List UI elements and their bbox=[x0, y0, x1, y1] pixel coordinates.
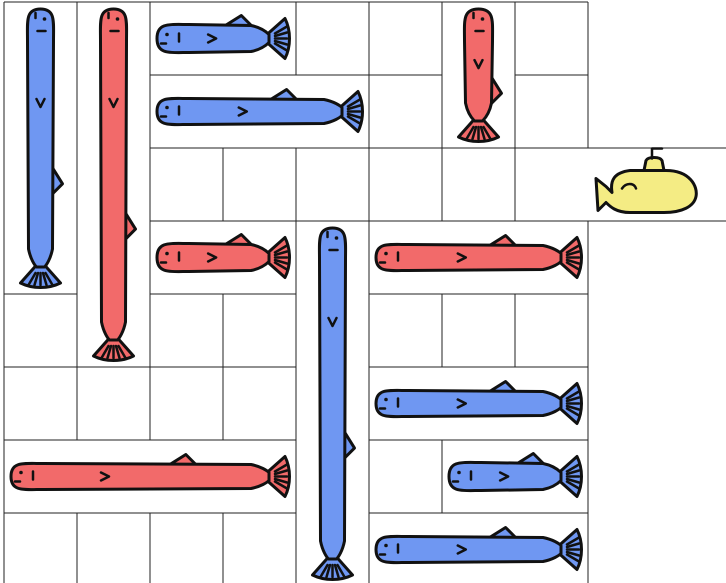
submarine-hull bbox=[596, 171, 696, 213]
red-fish-3[interactable] bbox=[157, 235, 290, 278]
fish-eye bbox=[481, 17, 485, 21]
fish-eye bbox=[165, 106, 169, 110]
blue-fish-4[interactable] bbox=[313, 228, 355, 580]
blue-fish-6[interactable] bbox=[449, 454, 582, 497]
fish-eye bbox=[384, 398, 388, 402]
fish-body bbox=[11, 463, 269, 489]
fish-eye bbox=[384, 252, 388, 256]
fish-eye bbox=[335, 236, 339, 240]
fish-eye bbox=[19, 471, 23, 475]
fish-body bbox=[376, 390, 561, 416]
red-fish-4[interactable] bbox=[376, 236, 582, 278]
blue-fish-5[interactable] bbox=[376, 382, 582, 424]
fish-body bbox=[449, 462, 561, 490]
red-fish-1[interactable] bbox=[94, 9, 136, 361]
submarine-tower bbox=[644, 158, 664, 171]
fish-body bbox=[376, 244, 561, 270]
red-fish-5[interactable] bbox=[11, 455, 290, 497]
fish-eye bbox=[43, 17, 47, 21]
fish-eye bbox=[165, 252, 169, 256]
blue-fish-2[interactable] bbox=[157, 16, 290, 59]
blue-fish-1[interactable] bbox=[21, 9, 63, 288]
fish-body bbox=[100, 9, 126, 340]
fish-eye bbox=[116, 17, 120, 21]
yellow-submarine[interactable] bbox=[596, 149, 696, 213]
fish-body bbox=[27, 9, 53, 267]
fish-eye bbox=[384, 544, 388, 548]
fish-eye bbox=[165, 33, 169, 37]
fish-body bbox=[464, 9, 492, 121]
fish-body bbox=[157, 24, 269, 52]
fish-body bbox=[157, 243, 269, 271]
blue-fish-7[interactable] bbox=[376, 528, 582, 570]
fish-eye bbox=[457, 471, 461, 475]
fish-body bbox=[157, 98, 342, 124]
blue-fish-3[interactable] bbox=[157, 90, 363, 132]
fish-body bbox=[376, 536, 561, 562]
fish-body bbox=[319, 228, 345, 559]
red-fish-2[interactable] bbox=[459, 9, 502, 142]
